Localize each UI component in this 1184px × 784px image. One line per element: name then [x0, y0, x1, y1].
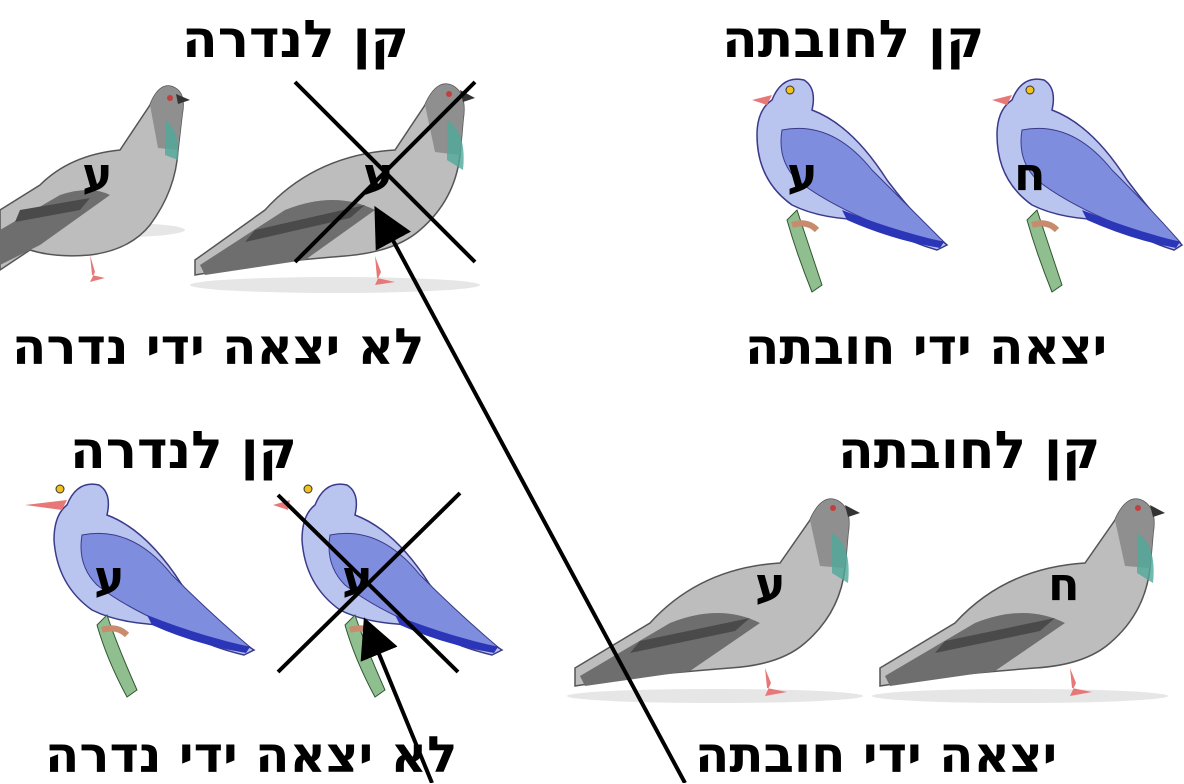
panel-caption-top-left: לא יצאה ידי נדרה [12, 318, 425, 376]
panel-title-bottom-right: קן לחובתה [838, 421, 1101, 481]
cross-mark-top [293, 80, 477, 264]
arrow-long [374, 205, 687, 783]
panel-title-bottom-left: קן לנדרה [70, 421, 297, 481]
dove-illustration: ח [992, 78, 1184, 293]
bird-letter: ע [755, 557, 786, 611]
panel-title-top-right: קן לחובתה [722, 10, 985, 70]
panel-caption-top-right: יצאה ידי חובתה [745, 318, 1108, 376]
dove-illustration: ע [25, 483, 256, 698]
panel-caption-bottom-right: יצאה ידי חובתה [695, 726, 1058, 784]
arrow-short [360, 617, 434, 783]
dove-illustration: ע [752, 78, 949, 293]
pigeon-illustration: ע [0, 85, 190, 282]
bird-letter: ע [82, 147, 113, 201]
panel-caption-bottom-left: לא יצאה ידי נדרה [45, 726, 458, 784]
cross-mark-bottom [276, 491, 462, 674]
bird-letter: ח [1048, 557, 1080, 611]
bird-letter: ע [787, 147, 818, 201]
bird-letter: ח [1014, 147, 1046, 201]
bird-letter: ע [94, 550, 125, 604]
pigeon-illustration: ח [872, 498, 1168, 703]
dove-illustration: ע [273, 483, 504, 698]
panel-title-top-left: קן לנדרה [182, 10, 409, 70]
